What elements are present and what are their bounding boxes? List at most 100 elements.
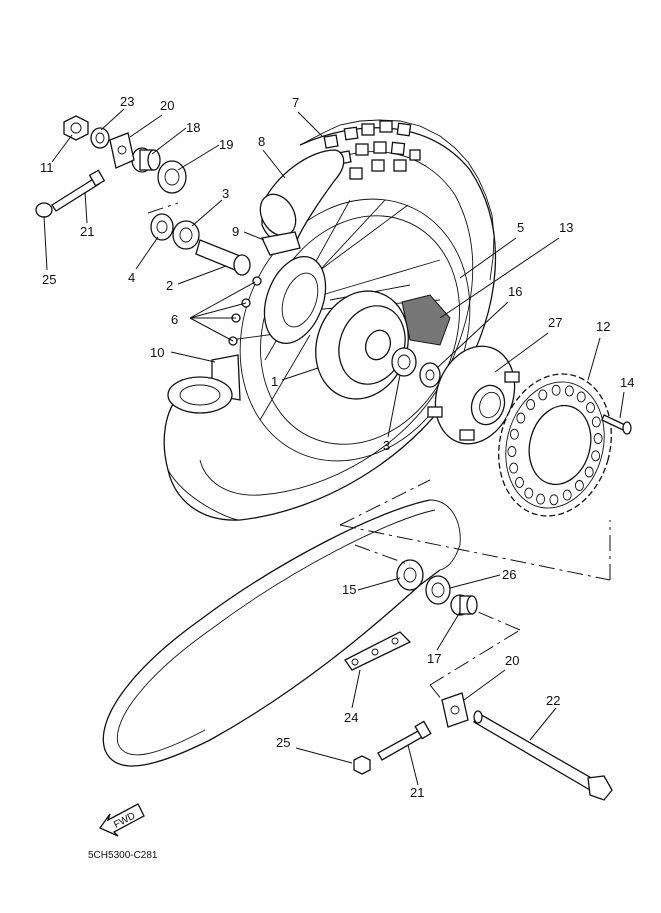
leader-line-c25a: [43, 215, 48, 271]
callout-c19: 19: [219, 137, 233, 152]
callout-c2: 2: [166, 278, 173, 293]
axle-spacer: [195, 239, 251, 276]
leader-line-c5: [459, 237, 517, 279]
callout-c16: 16: [508, 284, 522, 299]
hub: [263, 255, 409, 400]
callout-c10: 10: [150, 345, 164, 360]
assembly-lines: [147, 202, 611, 701]
leader-line-c13: [439, 237, 560, 319]
leader-line-c23: [100, 108, 125, 131]
sprocket-hole: [538, 389, 548, 401]
sprocket-hole: [574, 480, 584, 491]
leader-line-c24: [351, 669, 361, 709]
sprocket-hole: [586, 402, 595, 414]
leader-line-c15: [357, 577, 401, 591]
leader-line-c27: [494, 332, 549, 373]
chain-puller-top: [109, 132, 135, 169]
chain-puller-lower: [441, 692, 469, 728]
callout-c27: 27: [548, 315, 562, 330]
callout-c18: 18: [186, 120, 200, 135]
leader-line-c20b: [463, 669, 506, 701]
leader-line-c3b: [387, 374, 401, 438]
leader-line-c25b: [295, 747, 353, 764]
callout-c17: 17: [427, 651, 441, 666]
leader-line-c26: [449, 574, 501, 589]
callout-c3a: 3: [222, 186, 229, 201]
callout-c12: 12: [596, 319, 610, 334]
sprocket-hole: [549, 494, 559, 506]
callout-c25a: 25: [42, 272, 56, 287]
hub-damper: [401, 294, 451, 346]
leader-line-c6-extra-2: [189, 317, 234, 342]
sprocket-hole: [507, 446, 517, 457]
fwd-arrow: FWD: [99, 803, 145, 837]
washer-top: [90, 127, 110, 149]
collar-lower-17: [450, 594, 478, 616]
sprocket-hole: [526, 399, 536, 410]
callout-c6: 6: [171, 312, 178, 327]
leader-line-c6: [189, 281, 256, 319]
callout-c7: 7: [292, 95, 299, 110]
leader-line-c20a: [129, 114, 163, 138]
leader-line-c21b: [407, 744, 419, 786]
sprocket-hole: [591, 450, 601, 462]
leader-line-c6-extra-0: [189, 302, 247, 319]
leader-line-c21a: [84, 191, 88, 224]
callout-c20b: 20: [505, 653, 519, 668]
leader-line-c8: [262, 149, 286, 179]
callout-c9: 9: [232, 224, 239, 239]
leader-line-c4: [135, 236, 159, 270]
locknut-top: [35, 202, 53, 218]
leader-line-c12: [587, 337, 601, 381]
axle-nut-top: [63, 115, 89, 141]
leader-line-c9: [243, 231, 265, 241]
wheel-axle: [473, 710, 613, 801]
sprocket-hole: [584, 466, 594, 478]
rim-lock: [261, 231, 301, 256]
diagram-code: 5CH5300-C281: [88, 850, 158, 861]
collar: [131, 147, 161, 173]
sprocket-hole: [562, 489, 572, 501]
callout-c15: 15: [342, 582, 356, 597]
clutch-hub: [427, 345, 520, 445]
callout-c5: 5: [517, 220, 524, 235]
adjust-bolt-lower: [377, 720, 432, 761]
leader-line-c2: [177, 265, 227, 285]
sprocket-hole: [564, 385, 574, 397]
sprocket-hole: [509, 462, 519, 474]
bearing-lower-15: [396, 559, 424, 591]
chain-joint: [344, 631, 412, 671]
callout-c4: 4: [128, 270, 135, 285]
callout-c21a: 21: [80, 224, 94, 239]
callout-c14: 14: [620, 375, 634, 390]
callout-c8: 8: [258, 134, 265, 149]
drive-chain: [102, 499, 461, 767]
sprocket-hole: [515, 476, 524, 488]
sprocket-hole: [524, 487, 534, 499]
leader-line-c14: [619, 391, 625, 419]
leader-line-c7: [297, 111, 323, 137]
bearing-left: [150, 213, 200, 250]
leader-line-c16: [436, 301, 509, 369]
hub-collar: [419, 362, 441, 388]
leader-line-c3a: [191, 199, 223, 227]
leader-line-c18: [151, 127, 187, 155]
adjust-bolt-top: [51, 169, 106, 212]
sprocket: [498, 373, 612, 517]
oil-seal: [157, 160, 187, 194]
leader-line-c1: [281, 367, 319, 381]
callout-c11: 11: [40, 160, 54, 175]
sprocket-hole: [551, 384, 561, 396]
sprocket-hole: [576, 391, 586, 403]
fwd-label: FWD: [112, 811, 137, 831]
callout-c20a: 20: [160, 98, 174, 113]
leader-lines: [43, 108, 625, 786]
sprocket-hole: [593, 433, 603, 444]
sprocket-hole: [536, 493, 546, 505]
callout-c13: 13: [559, 220, 573, 235]
callout-c23: 23: [120, 94, 134, 109]
locknut-lower: [353, 755, 371, 775]
